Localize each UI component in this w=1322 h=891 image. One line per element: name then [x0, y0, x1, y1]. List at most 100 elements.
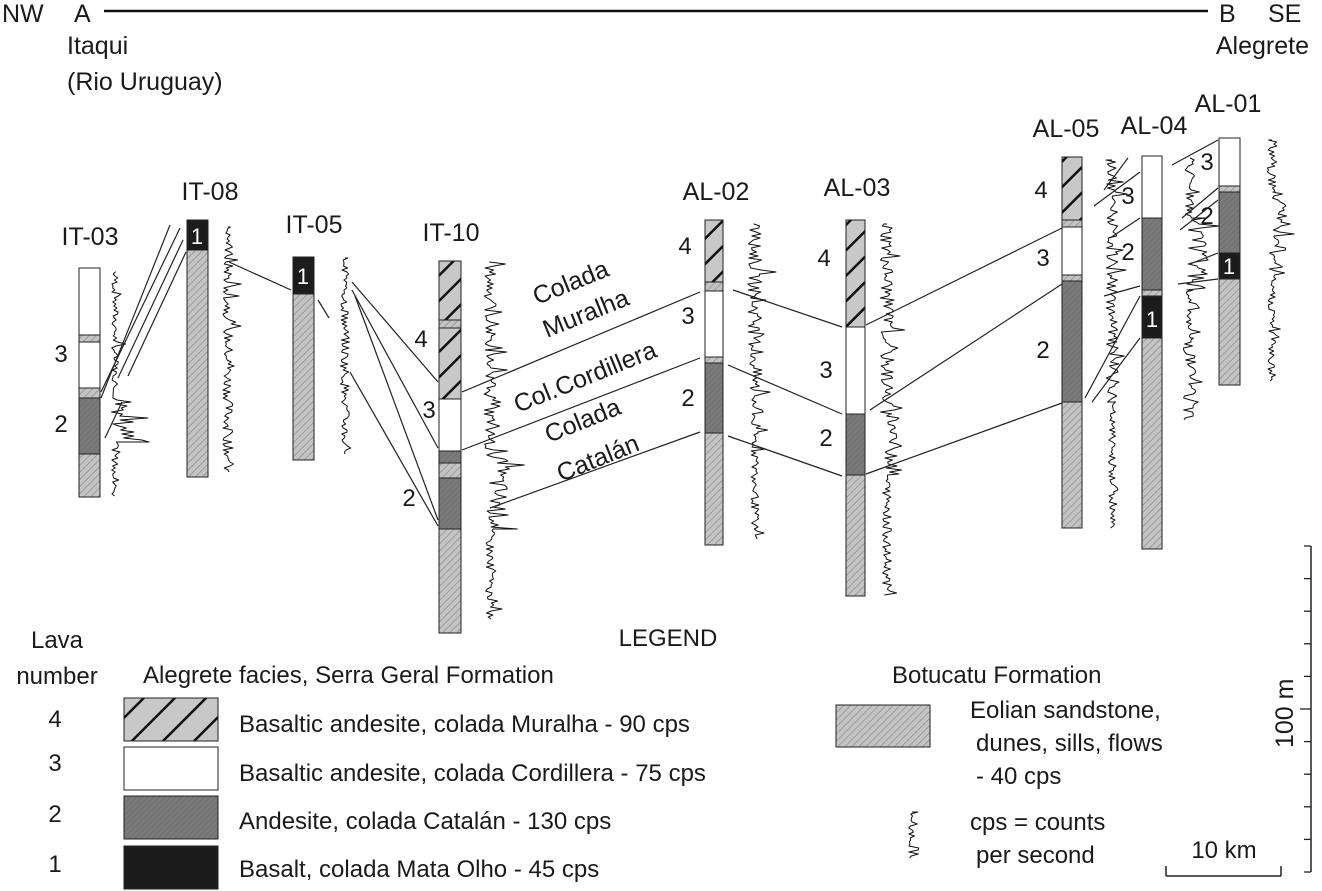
unit-sandstone	[1141, 289, 1163, 297]
unit-sandstone	[1218, 278, 1241, 386]
well-name-al-04: AL-04	[1121, 112, 1188, 140]
unit-catalan	[1218, 191, 1241, 254]
legend-group-alegrete: Alegrete facies, Serra Geral Formation	[143, 662, 554, 689]
well-column-it-05: 1	[292, 256, 315, 461]
well-names: IT-03 IT-08 IT-05 IT-10 AL-02 AL-03 AL-0…	[62, 90, 1262, 251]
vertical-scale-label: 100 m	[1271, 679, 1299, 748]
lava-number-4: 4	[414, 326, 427, 353]
unit-catalan	[1141, 217, 1163, 291]
well-columns: 1 1	[78, 137, 1241, 634]
unit-sandstone	[704, 356, 724, 364]
unit-sandstone	[1061, 274, 1083, 282]
unit-catalan	[704, 362, 724, 434]
profile-point-a: A	[74, 0, 91, 28]
unit-cordillera	[1218, 137, 1241, 187]
well-name-it-08: IT-08	[182, 178, 239, 206]
lava-number-3: 3	[54, 341, 67, 368]
lava-number-3: 3	[681, 303, 694, 330]
horizontal-scale-label: 10 km	[1191, 837, 1256, 864]
lava-number-2: 2	[681, 385, 694, 412]
lava-number-2: 2	[402, 485, 415, 512]
legend: LEGEND Lava number Alegrete facies, Serr…	[16, 625, 1163, 890]
legend-label-cps: per second	[976, 842, 1095, 869]
unit-cordillera	[704, 290, 724, 358]
gamma-log-al-04	[1183, 157, 1220, 421]
unit-muralha	[1061, 156, 1083, 221]
lava-number-3: 3	[1200, 149, 1213, 176]
legend-swatch-muralha	[123, 697, 219, 742]
unit-cordillera	[438, 398, 462, 452]
lava-number-2: 2	[54, 411, 67, 438]
legend-label-catalan: Andesite, colada Catalán - 130 cps	[239, 808, 611, 835]
well-column-it-03	[78, 267, 101, 498]
place-rio-uruguay: (Rio Uruguay)	[67, 68, 223, 96]
correlation-lines	[100, 139, 1219, 527]
unit-cordillera	[845, 326, 866, 415]
lava-number-2: 2	[1036, 337, 1049, 364]
legend-swatch-catalan	[123, 795, 219, 840]
legend-lava-number: 1	[48, 851, 61, 878]
well-name-al-01: AL-01	[1195, 90, 1262, 118]
legend-group-botucatu: Botucatu Formation	[892, 662, 1101, 689]
gamma-log-it-03	[111, 271, 150, 497]
unit-label-mata-olho: 1	[1146, 307, 1158, 332]
unit-cordillera	[78, 267, 101, 336]
unit-catalan	[1061, 280, 1083, 403]
unit-sandstone	[1061, 219, 1083, 228]
unit-cordillera	[78, 341, 101, 389]
unit-catalan	[438, 450, 462, 464]
well-name-al-03: AL-03	[824, 174, 891, 202]
unit-sandstone	[845, 474, 866, 597]
unit-label-mata-olho: 1	[1223, 254, 1235, 279]
lava-number-2: 2	[819, 425, 832, 452]
unit-sandstone	[186, 249, 209, 478]
unit-label-mata-olho: 1	[297, 264, 309, 289]
well-column-al-05	[1061, 156, 1083, 529]
unit-cordillera	[1141, 155, 1163, 219]
unit-sandstone	[1141, 337, 1163, 550]
unit-sandstone	[78, 387, 101, 399]
place-itaqui: Itaqui	[67, 32, 128, 60]
gamma-ray-logs	[111, 139, 1295, 620]
unit-catalan	[438, 477, 462, 530]
gamma-log-al-05	[1105, 159, 1128, 529]
legend-title: LEGEND	[619, 625, 718, 652]
lava-number-2: 2	[1121, 239, 1134, 266]
unit-catalan	[845, 413, 866, 476]
legend-label-muralha: Basaltic andesite, colada Muralha - 90 c…	[239, 711, 690, 738]
unit-muralha	[438, 327, 462, 400]
unit-sandstone	[78, 453, 101, 498]
legend-label-sandstone: dunes, sills, flows	[976, 730, 1163, 757]
legend-label-mata-olho: Basalt, colada Mata Olho - 45 cps	[239, 856, 599, 883]
well-column-al-01: 1	[1218, 137, 1241, 386]
legend-label-cordillera: Basaltic andesite, colada Cordillera - 7…	[239, 760, 706, 787]
unit-sandstone	[78, 334, 101, 343]
profile-right-direction: SE	[1268, 0, 1301, 28]
unit-sandstone	[1061, 401, 1083, 529]
unit-cordillera	[1061, 226, 1083, 276]
well-column-al-02	[704, 219, 724, 546]
gamma-log-it-05	[340, 257, 352, 455]
unit-catalan	[78, 397, 101, 455]
flow-name-labels: Colada Muralha Col.Cordillera Colada Cat…	[510, 255, 661, 488]
lava-number-4: 4	[817, 245, 830, 272]
unit-sandstone	[438, 462, 462, 479]
legend-lava-number: 2	[48, 801, 61, 828]
well-name-al-05: AL-05	[1033, 115, 1100, 143]
well-name-al-02: AL-02	[683, 178, 750, 206]
unit-sandstone	[438, 528, 462, 634]
lava-number-3: 3	[1036, 245, 1049, 272]
legend-swatch-mata-olho	[123, 845, 219, 890]
well-column-al-04: 1	[1141, 155, 1163, 550]
profile-point-b: B	[1219, 0, 1236, 28]
lava-number-labels: 3 2 4 3 2 4 3 2 4 3 2 4 3 2 3 2 3 2	[54, 149, 1213, 512]
well-column-it-10	[438, 260, 462, 634]
profile-header: NW A B SE Itaqui (Rio Uruguay) Alegrete	[2, 0, 1309, 96]
legend-lava-number-label: number	[16, 663, 97, 690]
scale-bar: 100 m 10 km	[1165, 545, 1312, 877]
lava-number-4: 4	[1034, 177, 1047, 204]
legend-lava-number-label: Lava	[31, 627, 84, 654]
legend-lava-number: 4	[48, 706, 61, 733]
unit-sandstone	[704, 281, 724, 292]
